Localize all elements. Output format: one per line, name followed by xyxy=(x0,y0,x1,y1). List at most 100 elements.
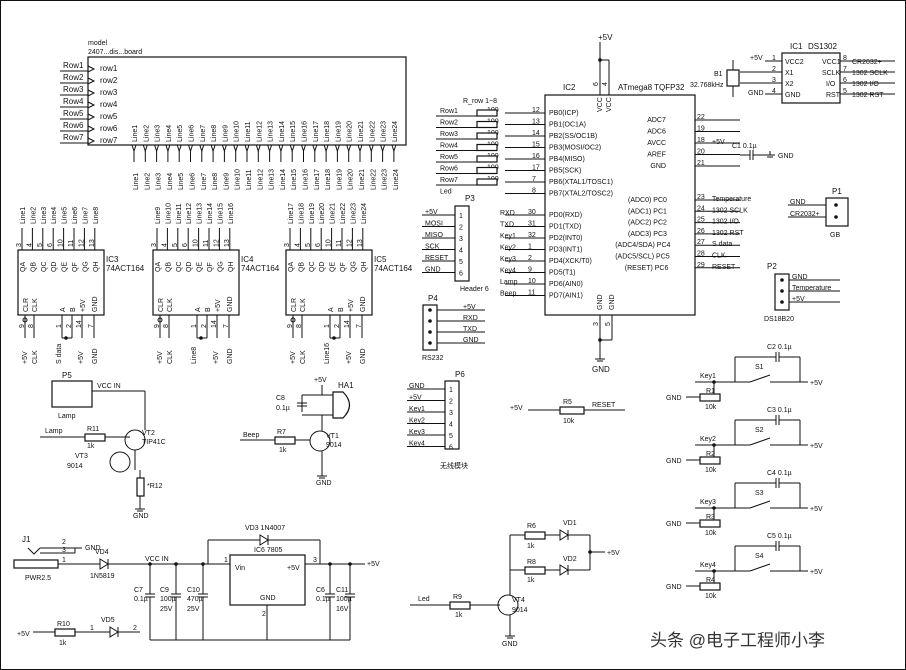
junction xyxy=(174,562,178,566)
shift-register-ref: IC3 xyxy=(106,255,119,264)
net-label: S data xyxy=(712,241,732,248)
mcu-pin-name: PB2(SS/OC1B) xyxy=(549,133,597,140)
junction xyxy=(712,569,716,573)
pin-number: 1 xyxy=(324,324,331,328)
p3-label: Header 6 xyxy=(460,286,489,293)
mcu-pin-number: 29 xyxy=(697,262,705,269)
junction xyxy=(64,336,68,340)
line-net-label: Line23 xyxy=(382,169,389,190)
shift-register-body xyxy=(285,249,373,316)
cap-ref: C11 xyxy=(336,587,348,594)
rtc-pin-name: GND xyxy=(785,92,801,99)
net-label: Lamp xyxy=(500,279,518,286)
pin-number: 9 xyxy=(154,324,161,328)
line-pin-arrow xyxy=(380,144,386,153)
net-label: CLK xyxy=(32,350,39,364)
net-label: Temperature xyxy=(792,285,831,292)
gnd-label: GND xyxy=(316,480,332,487)
line-net-label: Line2 xyxy=(30,207,37,224)
cap-value: 0.1µ xyxy=(134,596,148,603)
mcu-pin-name: PD2(INT0) xyxy=(549,235,582,242)
led-vcc-label: +5V xyxy=(607,550,620,557)
pin-name: QD xyxy=(51,262,58,273)
c8-ref: C8 xyxy=(276,395,285,402)
mcu-pin-number: 17 xyxy=(532,165,540,172)
mcu-pin-name: VCC xyxy=(606,97,613,112)
reg-pin: 3 xyxy=(313,557,317,564)
line-pin-label: Line16 xyxy=(302,121,309,142)
r5-value: 10k xyxy=(563,418,575,425)
r11-ref: R11 xyxy=(87,426,99,433)
pin-number: 5 xyxy=(449,433,453,440)
mcu-pin-name: PB4(MISO) xyxy=(549,156,585,163)
crystal-ref: B1 xyxy=(714,71,723,78)
line-pin-arrow xyxy=(346,144,352,153)
pin-name: CLK xyxy=(32,298,39,312)
net-label: Key1 xyxy=(409,406,425,413)
net-label: Line16 xyxy=(324,343,331,364)
rtc-pin-name: VCC1 xyxy=(822,59,841,66)
pin-number: 2 xyxy=(459,225,463,232)
mcu-pin-name: AREF xyxy=(647,152,666,159)
net-label: RXD xyxy=(463,315,478,322)
jack-contact xyxy=(27,547,41,555)
line-net-label: Line17 xyxy=(314,169,321,190)
pin-name: QF xyxy=(72,262,79,272)
pin-name: QF xyxy=(207,262,214,272)
mcu-pin-name: PB0(ICP) xyxy=(549,110,579,117)
pin-name: QB xyxy=(298,262,305,272)
mcu-pin-number: 25 xyxy=(697,217,705,224)
vd2-led xyxy=(559,564,569,576)
line-pin-arrow xyxy=(244,144,250,153)
pin-number: 4 xyxy=(294,243,301,247)
mcu-pin-number: 8 xyxy=(532,188,536,195)
mcu-pin-name: (ADC5/SCL) PC5 xyxy=(615,254,670,261)
resistor xyxy=(476,120,498,129)
key-switch-ref: S1 xyxy=(755,364,764,371)
key-net-label: Key4 xyxy=(700,562,716,569)
line-pin-arrow xyxy=(154,144,160,153)
key-gnd-label: GND xyxy=(666,521,682,528)
line-net-label: Line19 xyxy=(309,203,316,224)
j1-ref: J1 xyxy=(22,535,31,544)
row-pin-arrow xyxy=(87,65,96,73)
key-gnd-label: GND xyxy=(666,395,682,402)
junction xyxy=(428,330,432,334)
shift-register-part: 74ACT164 xyxy=(374,264,413,273)
pin-name: CLK xyxy=(167,298,174,312)
row-pin-label: row7 xyxy=(100,136,118,145)
line-pin-label: Line8 xyxy=(211,125,218,142)
mcu-pin-name: PD0(RXD) xyxy=(549,212,582,219)
junction xyxy=(348,562,352,566)
net-label: RXD xyxy=(500,210,515,217)
board-model-label: model xyxy=(88,40,108,47)
p4-body xyxy=(422,304,438,351)
net-label: Key4 xyxy=(409,441,425,448)
pin-name: QC xyxy=(309,262,316,273)
mcu-pin-name: PB6(XTAL1/TOSC1) xyxy=(549,179,613,186)
p3-ref: P3 xyxy=(465,194,475,203)
pin-name: QE xyxy=(197,262,204,272)
line-pin-label: Line5 xyxy=(177,125,184,142)
line-pin-label: Line1 xyxy=(132,125,139,142)
line-pin-arrow xyxy=(357,144,363,153)
line-pin-arrow xyxy=(233,144,239,153)
row-pin-arrow xyxy=(87,125,96,133)
rtc-pin-number: 7 xyxy=(843,66,847,73)
clr-bubble xyxy=(157,317,163,323)
mcu-pin-name: (ADC4/SDA) PC4 xyxy=(615,242,670,249)
net-label: RESET xyxy=(712,264,736,271)
pin-name: QH xyxy=(93,262,100,273)
line-net-label: Line18 xyxy=(325,169,332,190)
net-label: 1302 SCLK xyxy=(852,70,888,77)
r5-ref: R5 xyxy=(563,399,572,406)
regulator-vin: Vin xyxy=(235,565,245,572)
pin-number: 4 xyxy=(449,422,453,429)
vt4-part: 9014 xyxy=(512,607,528,614)
p1-label: GB xyxy=(830,232,840,239)
vt4-ref: VT4 xyxy=(512,597,525,604)
line-net-label: Line9 xyxy=(155,207,162,224)
line-pin-label: Line20 xyxy=(347,121,354,142)
cap-value: 0.1µ xyxy=(316,596,330,603)
